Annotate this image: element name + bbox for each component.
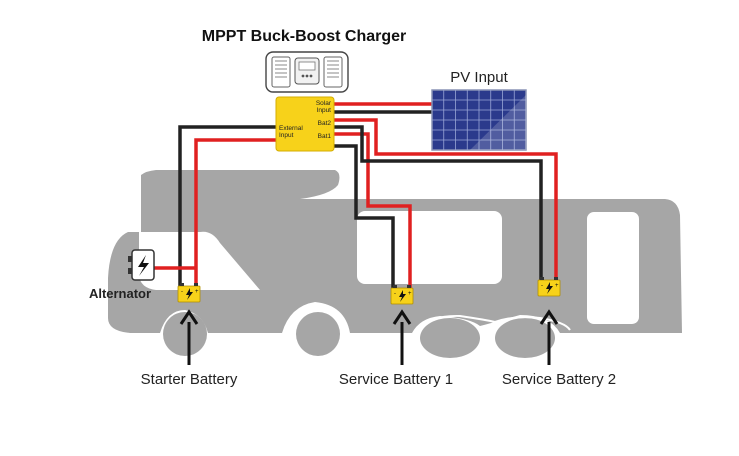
svg-text:+: + bbox=[408, 291, 412, 297]
service-battery-2-arrow bbox=[539, 309, 559, 365]
wire-service2-negative bbox=[334, 125, 543, 280]
pv-input-label: PV Input bbox=[450, 69, 508, 86]
wire-starter-negative bbox=[178, 125, 276, 286]
port-bat2-label: Bat2 bbox=[318, 120, 332, 127]
port-external-label-1: External bbox=[279, 125, 303, 132]
habitation-window bbox=[357, 211, 502, 284]
mppt-charger-device bbox=[265, 51, 349, 93]
alternator-label: Alternator bbox=[89, 286, 151, 301]
svg-text:-: - bbox=[394, 291, 396, 297]
motorhome-silhouette bbox=[108, 170, 682, 358]
wire-service1-positive bbox=[334, 132, 412, 288]
wire-service2-positive bbox=[334, 118, 558, 280]
port-external-label-2: Input bbox=[279, 132, 294, 139]
service-battery-2-icon: - + bbox=[537, 277, 561, 297]
starter-battery-icon: - + bbox=[177, 283, 201, 303]
service-battery-1-icon: - + bbox=[390, 285, 414, 305]
svg-text:-: - bbox=[181, 289, 183, 295]
diagram-title: MPPT Buck-Boost Charger bbox=[202, 28, 406, 45]
rear-wheel-1 bbox=[420, 318, 480, 358]
middle-wheel bbox=[296, 312, 340, 356]
svg-text:+: + bbox=[555, 283, 559, 289]
starter-battery-arrow bbox=[179, 309, 199, 365]
charger-terminal-box: Solar Input Bat2 Bat1 External Input bbox=[275, 96, 335, 152]
habitation-door bbox=[587, 212, 639, 324]
service-battery-1-label: Service Battery 1 bbox=[339, 371, 453, 388]
rear-wheel-2 bbox=[495, 318, 555, 358]
alternator-icon bbox=[128, 249, 155, 281]
starter-battery-label: Starter Battery bbox=[141, 371, 238, 388]
port-solar-label-2: Input bbox=[317, 107, 332, 114]
svg-text:+: + bbox=[195, 289, 199, 295]
port-solar-label-1: Solar bbox=[316, 100, 332, 107]
wire-service1-negative bbox=[334, 144, 395, 288]
service-battery-2-label: Service Battery 2 bbox=[502, 371, 616, 388]
solar-panel bbox=[431, 89, 527, 151]
service-battery-1-arrow bbox=[392, 309, 412, 365]
cab-window bbox=[139, 231, 260, 290]
arrows bbox=[179, 309, 559, 365]
wire-starter-positive bbox=[194, 138, 276, 286]
wheel-arch-outline bbox=[419, 314, 571, 331]
svg-text:-: - bbox=[541, 283, 543, 289]
port-bat1-label: Bat1 bbox=[318, 133, 332, 140]
wiring bbox=[153, 102, 558, 288]
